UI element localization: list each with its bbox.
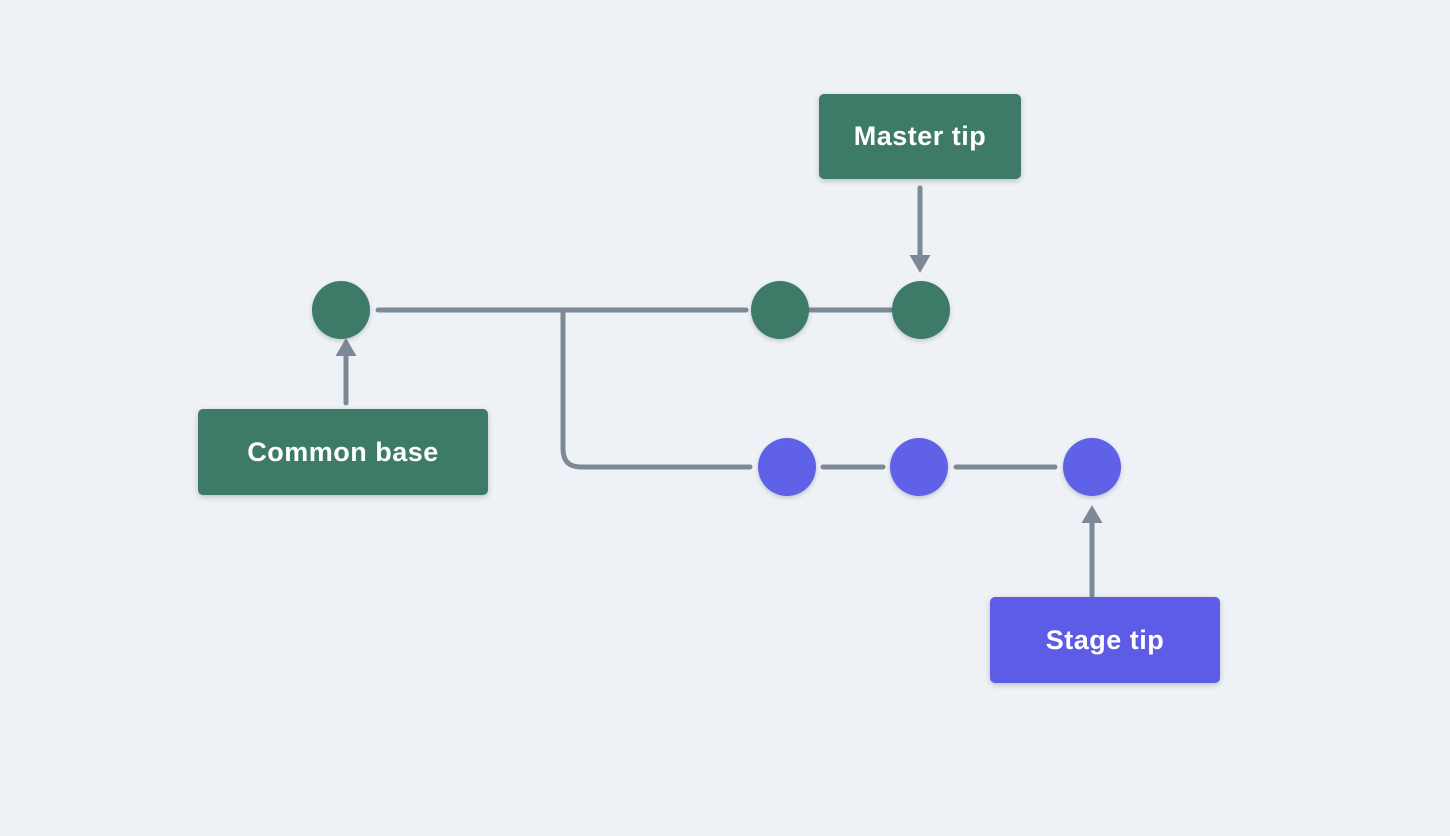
commit-node-stage-2 xyxy=(890,438,948,496)
commit-node-stage-1 xyxy=(758,438,816,496)
commit-node-common-base xyxy=(312,281,370,339)
common-base-arrow xyxy=(335,338,357,406)
common-base-label-text: Common base xyxy=(247,436,439,467)
stage-tip-label: Stage tip xyxy=(990,597,1220,683)
master-tip-arrowhead-icon xyxy=(909,255,931,273)
master-tip-label-text: Master tip xyxy=(853,121,987,151)
stage-tip-label-text: Stage tip xyxy=(1045,624,1165,655)
common-base-label: Common base xyxy=(198,409,488,495)
branch-fork-connector xyxy=(560,307,753,470)
stage-tip-arrow xyxy=(1081,505,1103,599)
stage-tip-arrowhead-icon xyxy=(1081,505,1103,523)
commit-node-stage-tip xyxy=(1063,438,1121,496)
master-tip-label: Master tip xyxy=(819,94,1021,179)
commit-node-master-tip xyxy=(892,281,950,339)
master-tip-arrow xyxy=(909,185,931,273)
commit-node-master-2 xyxy=(751,281,809,339)
common-base-arrowhead-icon xyxy=(335,338,357,356)
